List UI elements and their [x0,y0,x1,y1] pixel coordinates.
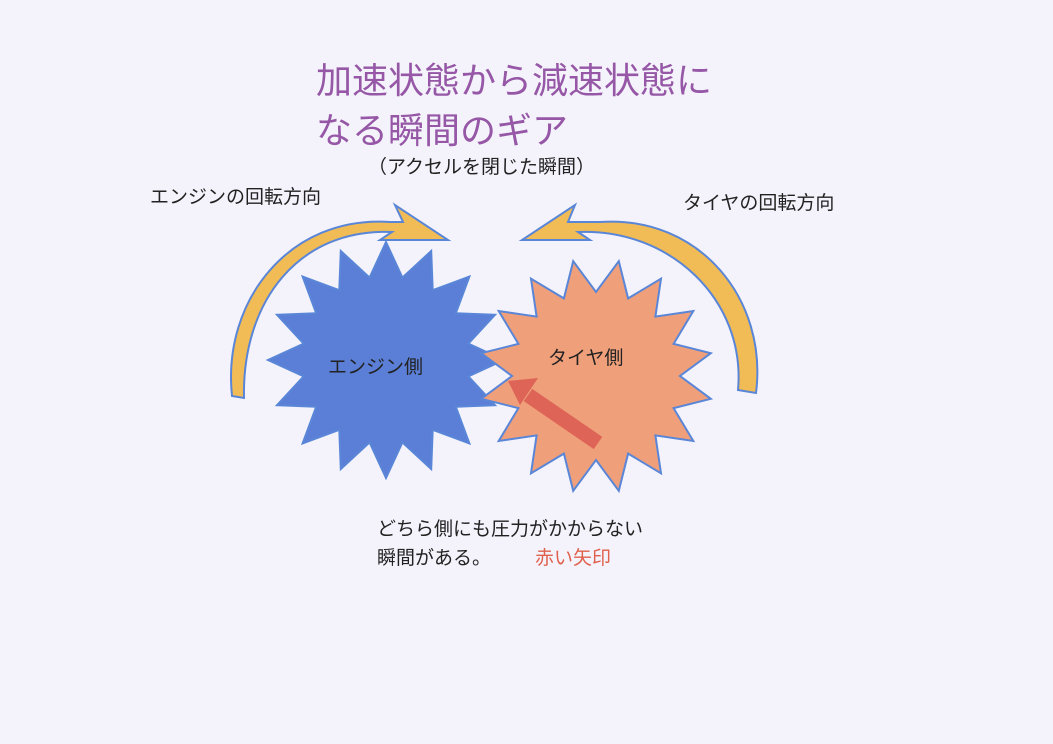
tire-gear-label: タイヤ側 [548,347,624,369]
engine-rotation-arrow [230,202,452,400]
tire-gear [478,258,714,494]
title-line-1: 加速状態から減速状態に [316,61,713,102]
title-line-2: なる瞬間のギア [316,111,569,152]
subtitle: （アクセルを閉じた瞬間） [368,156,596,178]
tire-direction-label: タイヤの回転方向 [683,192,835,214]
note-line-2: 瞬間がある。 [377,547,492,569]
engine-gear-label: エンジン側 [328,356,424,378]
note-line-1: どちら側にも圧力がかからない [377,518,644,540]
engine-direction-label: エンジンの回転方向 [150,186,322,208]
engine-gear [265,239,507,481]
red-arrow [508,378,603,450]
tire-rotation-arrow [518,202,759,395]
red-arrow-label: 赤い矢印 [535,547,612,569]
